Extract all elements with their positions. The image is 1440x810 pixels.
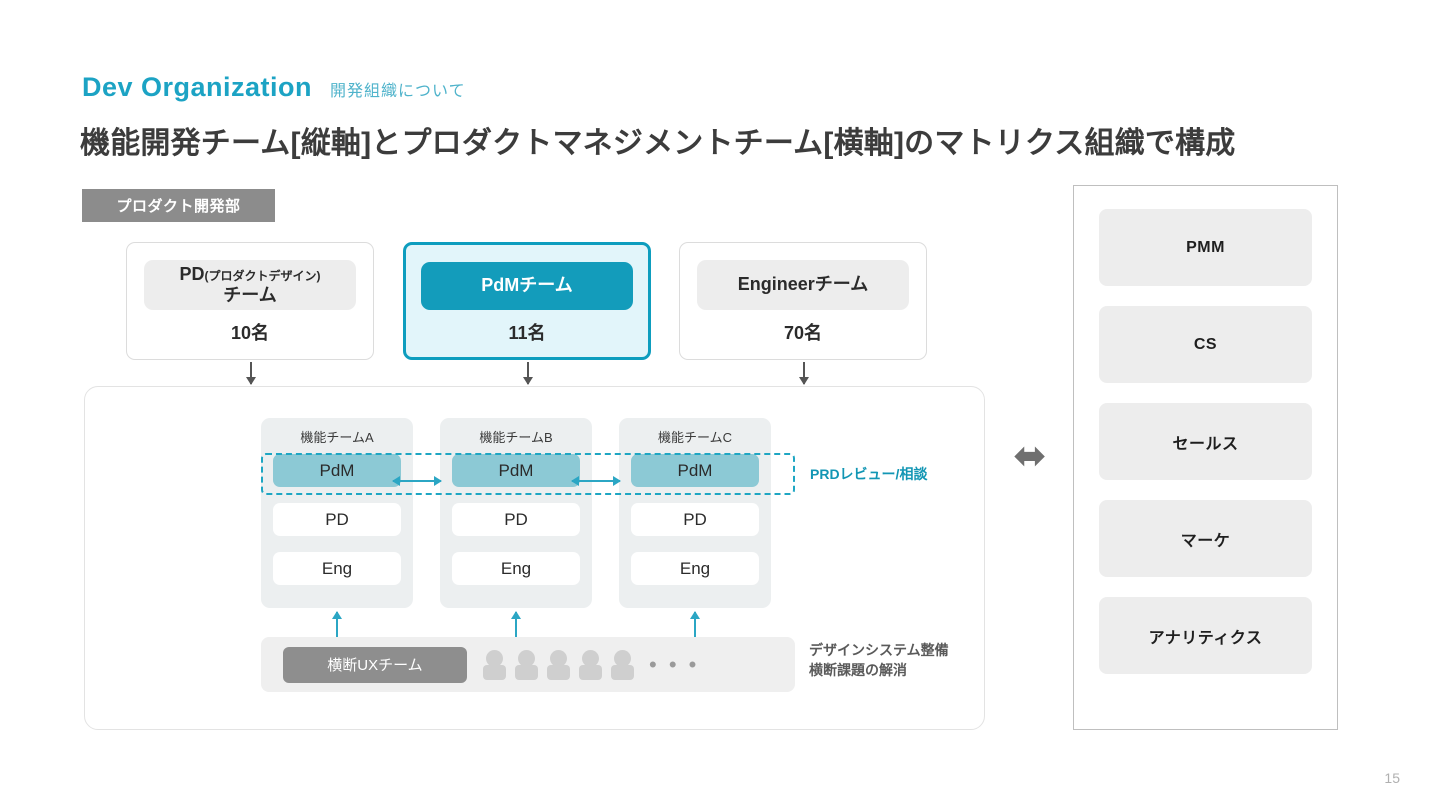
role-cell-a-pd: PD: [273, 503, 401, 536]
team-count-pdm: 11名: [508, 323, 546, 343]
page-number: 15: [1384, 770, 1400, 786]
ux-team-note-line-2: 横断課題の解消: [809, 662, 907, 679]
role-cell-c-pd: PD: [631, 503, 759, 536]
team-card-group: PD(プロダクトデザイン) チーム 10名 PdMチーム 11名 Enginee…: [126, 242, 932, 360]
role-cell-c-eng: Eng: [631, 552, 759, 585]
matrix-panel: 機能チームA PdM PD Eng 機能チームB PdM PD Eng 機能チー…: [84, 386, 985, 730]
role-cell-a-eng: Eng: [273, 552, 401, 585]
business-function-sales[interactable]: セールス: [1099, 403, 1312, 480]
bidirectional-arrow-icon: ⬌: [1013, 434, 1047, 478]
role-cell-b-pd: PD: [452, 503, 580, 536]
arrow-pdm-a-to-b-icon: [392, 476, 442, 486]
arrow-down-engineer-icon: [799, 362, 809, 385]
person-icon: [483, 649, 506, 680]
team-pill-pd-line1: PD(プロダクトデザイン): [179, 264, 320, 285]
person-icon: [547, 649, 570, 680]
person-icon: [515, 649, 538, 680]
cross-functional-ux-row[interactable]: 横断UXチーム • • •: [261, 637, 795, 692]
ux-team-pill: 横断UXチーム: [283, 646, 467, 683]
ellipsis-icon: • • •: [649, 651, 700, 677]
business-functions-panel: PMM CS セールス マーケ アナリティクス: [1073, 185, 1338, 730]
function-team-a-title: 機能チームA: [300, 430, 374, 445]
team-pill-pd-line2: チーム: [223, 285, 277, 306]
team-card-engineer[interactable]: Engineerチーム 70名: [679, 242, 927, 360]
business-function-pmm[interactable]: PMM: [1099, 209, 1312, 286]
team-card-pd[interactable]: PD(プロダクトデザイン) チーム 10名: [126, 242, 374, 360]
slide-header: Dev Organization 開発組織について: [82, 72, 466, 103]
person-icon: [611, 649, 634, 680]
team-pill-pdm: PdMチーム: [421, 262, 633, 310]
team-pill-pd: PD(プロダクトデザイン) チーム: [144, 260, 356, 311]
business-function-cs[interactable]: CS: [1099, 306, 1312, 383]
function-team-column-c[interactable]: 機能チームC PdM PD Eng: [619, 418, 771, 608]
ux-member-avatars: • • •: [483, 649, 700, 680]
business-function-analytics[interactable]: アナリティクス: [1099, 597, 1312, 674]
function-team-b-title: 機能チームB: [479, 430, 553, 445]
role-cell-c-pdm: PdM: [631, 454, 759, 487]
team-card-pdm[interactable]: PdMチーム 11名: [403, 242, 651, 360]
ux-team-note: デザインシステム整備 横断課題の解消: [809, 640, 949, 681]
function-team-column-b[interactable]: 機能チームB PdM PD Eng: [440, 418, 592, 608]
role-cell-b-eng: Eng: [452, 552, 580, 585]
team-count-engineer: 70名: [783, 323, 823, 343]
page-title: 機能開発チーム[縦軸]とプロダクトマネジメントチーム[横軸]のマトリクス組織で構…: [80, 127, 1236, 160]
department-badge: プロダクト開発部: [82, 189, 275, 222]
team-pill-pd-sub: (プロダクトデザイン): [204, 269, 321, 283]
eyebrow-english: Dev Organization: [82, 72, 313, 102]
role-cell-a-pdm: PdM: [273, 454, 401, 487]
eyebrow-japanese: 開発組織について: [330, 83, 466, 100]
arrow-pdm-b-to-c-icon: [571, 476, 621, 486]
arrow-down-pd-icon: [246, 362, 256, 385]
team-pill-pd-abbr: PD: [179, 264, 205, 284]
business-function-marketing[interactable]: マーケ: [1099, 500, 1312, 577]
team-pill-engineer: Engineerチーム: [697, 260, 909, 310]
function-team-c-title: 機能チームC: [658, 430, 732, 445]
person-icon: [579, 649, 602, 680]
function-team-column-a[interactable]: 機能チームA PdM PD Eng: [261, 418, 413, 608]
ux-team-note-line-1: デザインシステム整備: [809, 642, 949, 658]
team-count-pd: 10名: [230, 323, 270, 344]
prd-review-label: PRDレビュー/相談: [810, 466, 928, 482]
arrow-down-pdm-icon: [523, 362, 533, 385]
role-cell-b-pdm: PdM: [452, 454, 580, 487]
